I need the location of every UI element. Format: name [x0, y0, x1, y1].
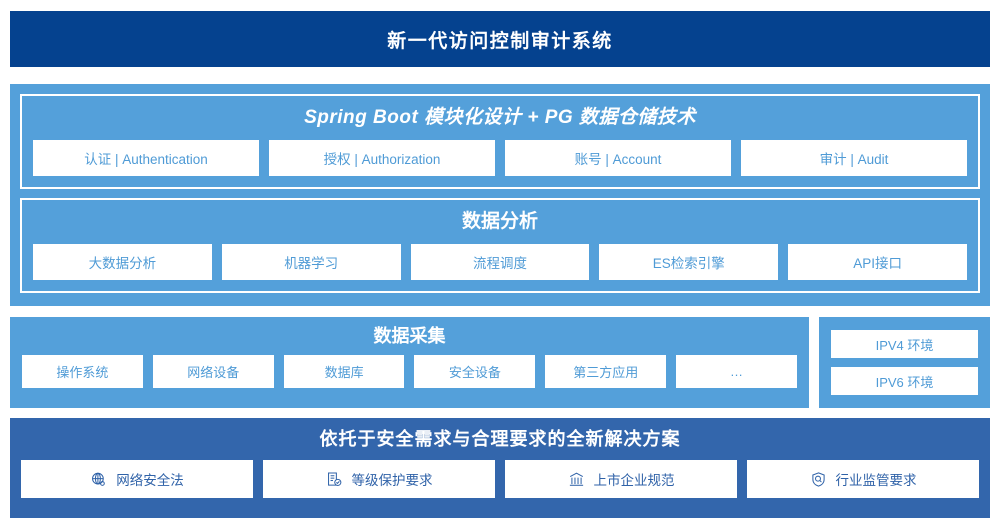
chip-machine-learning[interactable]: 机器学习	[221, 244, 401, 280]
chip-process-scheduling[interactable]: 流程调度	[410, 244, 590, 280]
chip-api-interface[interactable]: API接口	[788, 244, 967, 280]
data-collection-panel: 数据采集 操作系统 网络设备 数据库 安全设备 第三方应用 …	[10, 317, 809, 408]
network-environment-panel: IPV4 环境 IPV6 环境	[819, 317, 990, 408]
spring-boot-title: Spring Boot 模块化设计 + PG 数据仓储技术	[304, 107, 696, 128]
solution-title: 依托于安全需求与合理要求的全新解决方案	[319, 429, 681, 449]
chip-database[interactable]: 数据库	[283, 355, 405, 388]
chip-label: 行业监管要求	[835, 473, 917, 488]
chip-authorization[interactable]: 授权 | Authorization	[269, 140, 495, 176]
solution-chip-row: 网络安全法 等级保护要求	[21, 460, 979, 498]
chip-es-search-engine[interactable]: ES检索引擎	[599, 244, 779, 280]
chip-security-device[interactable]: 安全设备	[414, 355, 536, 388]
spring-boot-chip-row: 认证 | Authentication 授权 | Authorization 账…	[33, 140, 967, 176]
data-analysis-group: 数据分析 大数据分析 机器学习 流程调度 ES检索引擎 API接口	[20, 198, 980, 293]
data-analysis-chip-row: 大数据分析 机器学习 流程调度 ES检索引擎 API接口	[33, 244, 967, 280]
bank-icon	[568, 471, 585, 488]
chip-big-data-analysis[interactable]: 大数据分析	[33, 244, 212, 280]
data-collection-row: 数据采集 操作系统 网络设备 数据库 安全设备 第三方应用 … IPV4 环境 …	[10, 317, 990, 408]
chip-authentication[interactable]: 认证 | Authentication	[33, 140, 259, 176]
chip-third-party-app[interactable]: 第三方应用	[545, 355, 667, 388]
data-collection-chip-row: 操作系统 网络设备 数据库 安全设备 第三方应用 …	[22, 355, 797, 388]
chip-listed-company-norms[interactable]: 上市企业规范	[505, 460, 737, 498]
document-check-icon	[326, 471, 343, 488]
platform-panel: Spring Boot 模块化设计 + PG 数据仓储技术 认证 | Authe…	[10, 84, 990, 306]
data-collection-title: 数据采集	[373, 326, 446, 346]
data-analysis-title: 数据分析	[461, 211, 538, 232]
chip-network-device[interactable]: 网络设备	[152, 355, 274, 388]
header-banner: 新一代访问控制审计系统	[10, 11, 990, 67]
chip-cybersecurity-law[interactable]: 网络安全法	[21, 460, 253, 498]
chip-label: 上市企业规范	[593, 473, 675, 488]
spring-boot-group: Spring Boot 模块化设计 + PG 数据仓储技术 认证 | Authe…	[20, 94, 980, 189]
solution-panel: 依托于安全需求与合理要求的全新解决方案 网络安全法	[10, 418, 990, 518]
page-title: 新一代访问控制审计系统	[387, 30, 613, 52]
chip-label: 等级保护要求	[351, 473, 433, 488]
chip-more-ellipsis[interactable]: …	[676, 355, 797, 388]
chip-label: 网络安全法	[116, 473, 184, 488]
chip-industry-regulation[interactable]: 行业监管要求	[747, 460, 979, 498]
chip-operating-system[interactable]: 操作系统	[22, 355, 143, 388]
shield-search-icon	[810, 471, 827, 488]
chip-classified-protection[interactable]: 等级保护要求	[263, 460, 495, 498]
chip-ipv6-environment[interactable]: IPV6 环境	[831, 367, 978, 395]
globe-icon	[90, 471, 107, 488]
chip-audit[interactable]: 审计 | Audit	[741, 140, 967, 176]
chip-account[interactable]: 账号 | Account	[505, 140, 731, 176]
chip-ipv4-environment[interactable]: IPV4 环境	[831, 330, 978, 358]
